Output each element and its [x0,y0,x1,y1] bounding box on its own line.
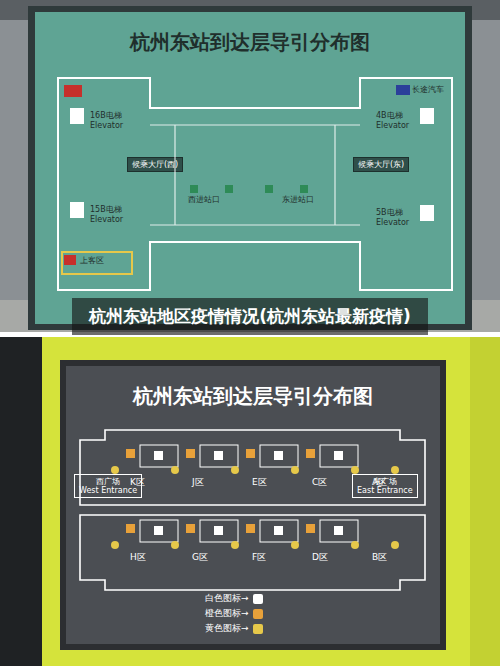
zone-label: G区 [192,553,208,563]
map-label: 东进站口 [282,196,314,205]
area-box: 候乘大厅(东) [353,157,409,172]
legend-text: 橙色图标→ [205,609,249,619]
zone-label: C区 [312,478,327,488]
map-label: Elevator [90,216,123,225]
legend-text: 白色图标→ [205,594,249,604]
zone-label: E区 [252,478,267,488]
map-label: 西进站口 [188,196,220,205]
map-label: Elevator [376,219,409,228]
area-name: 西广场 [79,477,137,486]
sign-title: 杭州东站到达层导引分布图 [66,384,440,408]
zone-label: K区 [130,478,145,488]
zone-label: F区 [252,553,266,563]
legend-swatch [253,624,263,634]
yellow-wall [0,337,500,666]
map-label: 长途汽车 [412,86,444,95]
zone-label: H区 [130,553,146,563]
map-label: 上客区 [80,257,104,266]
map-label: Elevator [376,122,409,131]
map-label: 16B电梯 [90,112,122,121]
map-label: 15B电梯 [90,206,122,215]
zone-label: B区 [372,553,387,563]
area-name: West Entrance [79,486,137,495]
area-name: 候乘大厅(西) [132,160,178,169]
legend-swatch [253,594,263,604]
wall-edge [470,337,500,666]
map-label: 5B电梯 [376,209,403,218]
legend-row: 黄色图标→ [205,624,263,634]
sign-board: 杭州东站到达层导引分布图候乘大厅(西) 候乘大厅(东) [35,12,465,324]
legend-swatch [253,609,263,619]
legend-text: 黄色图标→ [205,624,249,634]
sign-title: 杭州东站到达层导引分布图 [35,30,465,54]
zone-label: J区 [192,478,204,488]
sign-frame [28,6,472,330]
area-name: 候乘大厅(东) [358,160,404,169]
sign-frame [60,360,446,650]
station-wall [0,0,500,332]
legend-row: 白色图标→ [205,594,263,604]
caption-band: 杭州东站地区疫情情况(杭州东站最新疫情) [72,298,428,335]
area-name: East Entrance [357,486,413,495]
map-label: 4B电梯 [376,112,403,121]
zone-label: A区 [372,478,387,488]
legend-row: 橙色图标→ [205,609,263,619]
map-label: Elevator [90,122,123,131]
zone-label: D区 [312,553,328,563]
area-box: 候乘大厅(西) [127,157,183,172]
dark-pillar [0,337,42,666]
caption-text: 杭州东站地区疫情情况(杭州东站最新疫情) [80,304,420,329]
